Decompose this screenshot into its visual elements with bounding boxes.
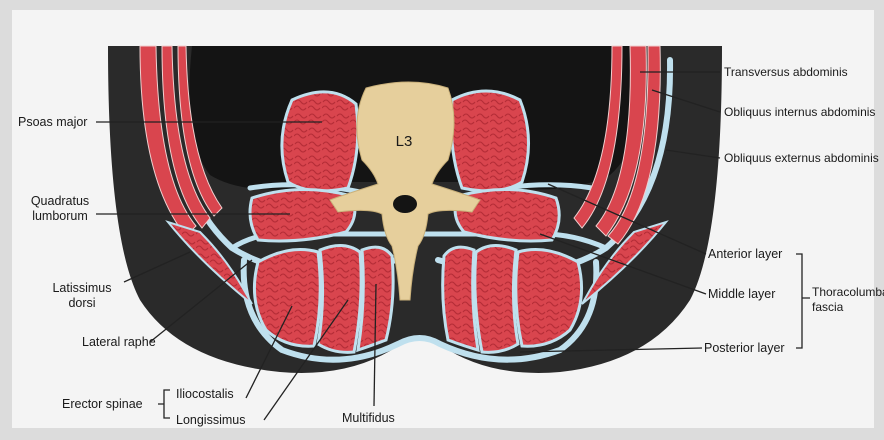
longissimus-right: [475, 245, 518, 352]
label-thoracolumbar-line1: Thoracolumbar: [812, 285, 884, 299]
label-thoracolumbar-line2: fascia: [812, 300, 844, 314]
label-quadratus-line1: Quadratus: [31, 194, 89, 208]
label-posterior-layer: Posterior layer: [704, 341, 785, 355]
label-iliocostalis: Iliocostalis: [176, 387, 234, 401]
label-latissimus-line2: dorsi: [68, 296, 95, 310]
label-obliquus-externus: Obliquus externus abdominis: [724, 151, 879, 165]
label-longissimus: Longissimus: [176, 413, 245, 427]
longissimus-left: [318, 245, 361, 352]
psoas-major-right: [451, 91, 528, 191]
label-erector-spinae: Erector spinae: [62, 397, 143, 411]
label-psoas-major: Psoas major: [18, 115, 87, 129]
multifidus-right: [443, 247, 478, 350]
psoas-major-left: [282, 92, 358, 191]
label-lateral-raphe: Lateral raphe: [82, 335, 156, 349]
label-obliquus-internus: Obliquus internus abdominis: [724, 105, 875, 119]
label-anterior-layer: Anterior layer: [708, 247, 782, 261]
spinal-canal: [393, 195, 417, 213]
label-latissimus-line1: Latissimus: [52, 281, 111, 295]
label-multifidus: Multifidus: [342, 411, 395, 425]
label-transversus-abdominis: Transversus abdominis: [724, 65, 848, 79]
vertebra-label: L3: [396, 133, 413, 150]
label-middle-layer: Middle layer: [708, 287, 775, 301]
label-quadratus-line2: lumborum: [32, 209, 88, 223]
